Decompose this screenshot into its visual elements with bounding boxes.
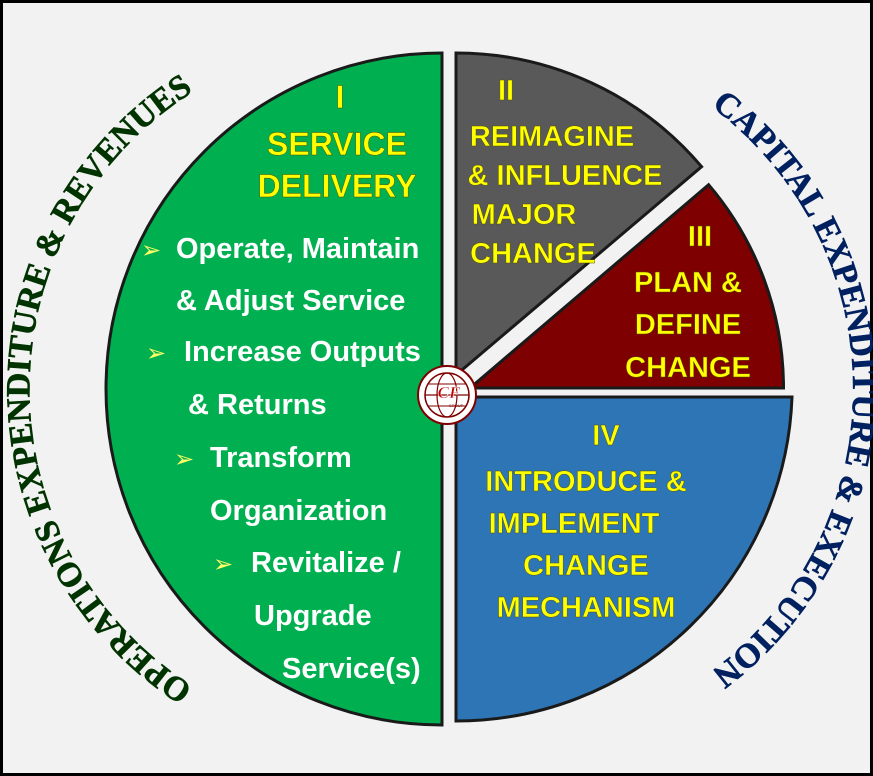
quadrant-ii-title-line: & Influence bbox=[468, 160, 663, 192]
quadrant-iii-numeral: III bbox=[688, 221, 712, 253]
quadrant-i-sector bbox=[104, 51, 444, 727]
quadrant-iii-title-line: Change bbox=[625, 352, 751, 384]
quadrant-iii-sector bbox=[465, 182, 786, 390]
logo-subtext: GROUP bbox=[449, 403, 464, 408]
quadrant-iii-title-line: Define bbox=[635, 309, 741, 341]
quadrant-i-bullet-line: Operate, Maintain bbox=[176, 233, 419, 265]
quadrant-iv-sector bbox=[454, 395, 794, 723]
quadrant-iv-title-line: Implement bbox=[489, 508, 660, 540]
quadrant-iv-numeral: IV bbox=[592, 420, 620, 452]
quadrant-ii-title-line: Change bbox=[470, 238, 596, 270]
center-logo: CF GROUP bbox=[417, 365, 477, 425]
quadrant-ii-title-line: Reimagine bbox=[470, 121, 634, 153]
quadrant-i-bullet-line: Increase Outputs bbox=[184, 336, 421, 368]
quadrant-ii-numeral: II bbox=[498, 75, 514, 107]
quadrant-i-bullet-line: Revitalize / bbox=[251, 547, 401, 579]
quadrant-i-title-line: Delivery bbox=[258, 168, 417, 204]
quadrant-iv-title-line: Introduce & bbox=[485, 466, 686, 498]
quadrant-iv-title-line: Change bbox=[523, 550, 649, 582]
logo-text: CF bbox=[438, 383, 461, 402]
quadrant-ii-sector bbox=[454, 51, 704, 379]
bullet-arrow-icon: ➢ bbox=[141, 237, 161, 264]
bullet-arrow-icon: ➢ bbox=[174, 446, 194, 473]
quadrant-i-title-line: Service bbox=[267, 126, 407, 162]
quadrant-iv-title-line: Mechanism bbox=[497, 592, 676, 624]
quadrant-i-bullet-line: Service(s) bbox=[282, 653, 421, 685]
bullet-arrow-icon: ➢ bbox=[213, 551, 233, 578]
quadrant-i-numeral: I bbox=[336, 79, 345, 115]
bullet-arrow-icon: ➢ bbox=[146, 340, 166, 367]
quadrant-i-bullet-line: Organization bbox=[210, 495, 387, 527]
quadrant-i-bullet-line: & Adjust Service bbox=[176, 285, 405, 317]
quadrant-i-bullet-line: & Returns bbox=[188, 389, 327, 421]
quadrant-i-bullet-line: Upgrade bbox=[254, 600, 372, 632]
quadrant-i-bullet-line: Transform bbox=[210, 442, 352, 474]
quadrant-ii-title-line: Major bbox=[472, 199, 577, 231]
quadrant-iii-title-line: Plan & bbox=[634, 267, 742, 299]
